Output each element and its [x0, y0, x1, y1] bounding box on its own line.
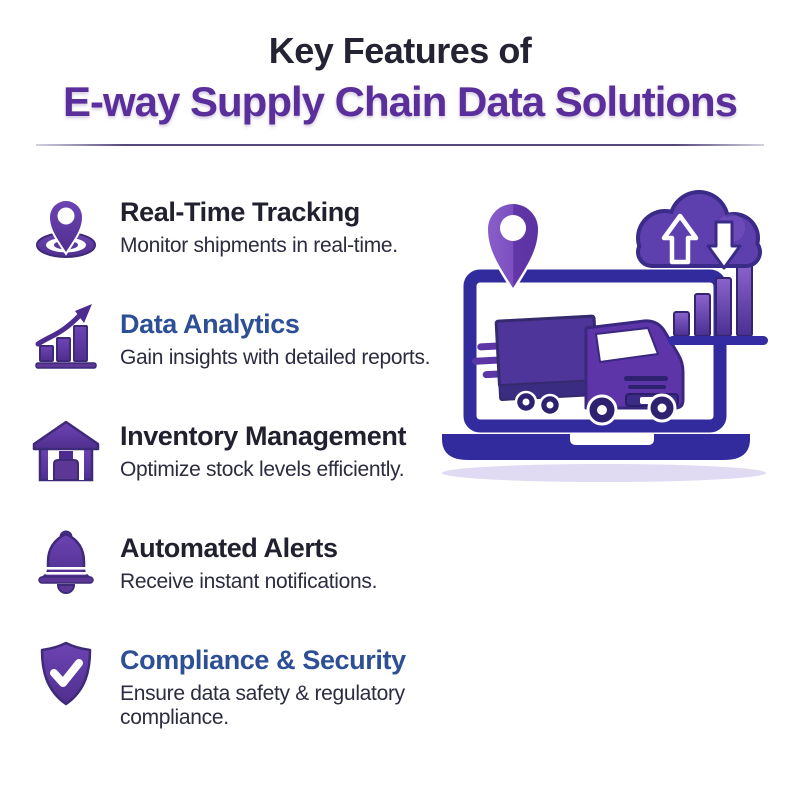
download-arrow-icon [706, 220, 742, 270]
feature-automated-alerts: Automated Alerts Receive instant notific… [30, 526, 440, 598]
page-title: Key Features of [268, 30, 532, 71]
feature-description: Monitor shipments in real-time. [120, 233, 398, 257]
ground-shadow [442, 464, 766, 482]
laptop-base [442, 434, 750, 460]
bar-chart-growth-icon [30, 302, 102, 374]
warehouse-icon [30, 414, 102, 486]
upload-arrow-icon [661, 213, 699, 265]
bell-icon [30, 526, 102, 598]
bar-chart-on-shelf [668, 263, 768, 345]
feature-title: Automated Alerts [120, 533, 338, 563]
feature-description: Gain insights with detailed reports. [120, 345, 431, 369]
delivery-truck [471, 314, 685, 426]
feature-compliance-security: Compliance & Security Ensure data safety… [30, 638, 440, 730]
location-pin-ripple-icon [30, 190, 102, 262]
title-underline [36, 144, 764, 146]
feature-title: Data Analytics [120, 309, 300, 339]
feature-title: Compliance & Security [120, 645, 406, 675]
location-pin [485, 201, 541, 293]
shield-check-icon [30, 638, 102, 710]
feature-real-time-tracking: Real-Time Tracking Monitor shipments in … [30, 190, 440, 262]
feature-description: Optimize stock levels efficiently. [120, 457, 405, 481]
feature-description: Receive instant notifications. [120, 569, 378, 593]
supply-chain-illustration [428, 176, 798, 506]
feature-title: Inventory Management [120, 421, 407, 451]
feature-inventory-management: Inventory Management Optimize stock leve… [30, 414, 440, 486]
cloud-sync-arrows [636, 190, 762, 270]
header: Key Features of E-way Supply Chain Data … [0, 0, 800, 126]
features-list: Real-Time Tracking Monitor shipments in … [30, 190, 440, 770]
feature-data-analytics: Data Analytics Gain insights with detail… [30, 302, 440, 374]
feature-description: Ensure data safety & regulatory complian… [120, 681, 405, 729]
page-subtitle: E-way Supply Chain Data Solutions [62, 78, 738, 125]
feature-title: Real-Time Tracking [120, 197, 360, 227]
